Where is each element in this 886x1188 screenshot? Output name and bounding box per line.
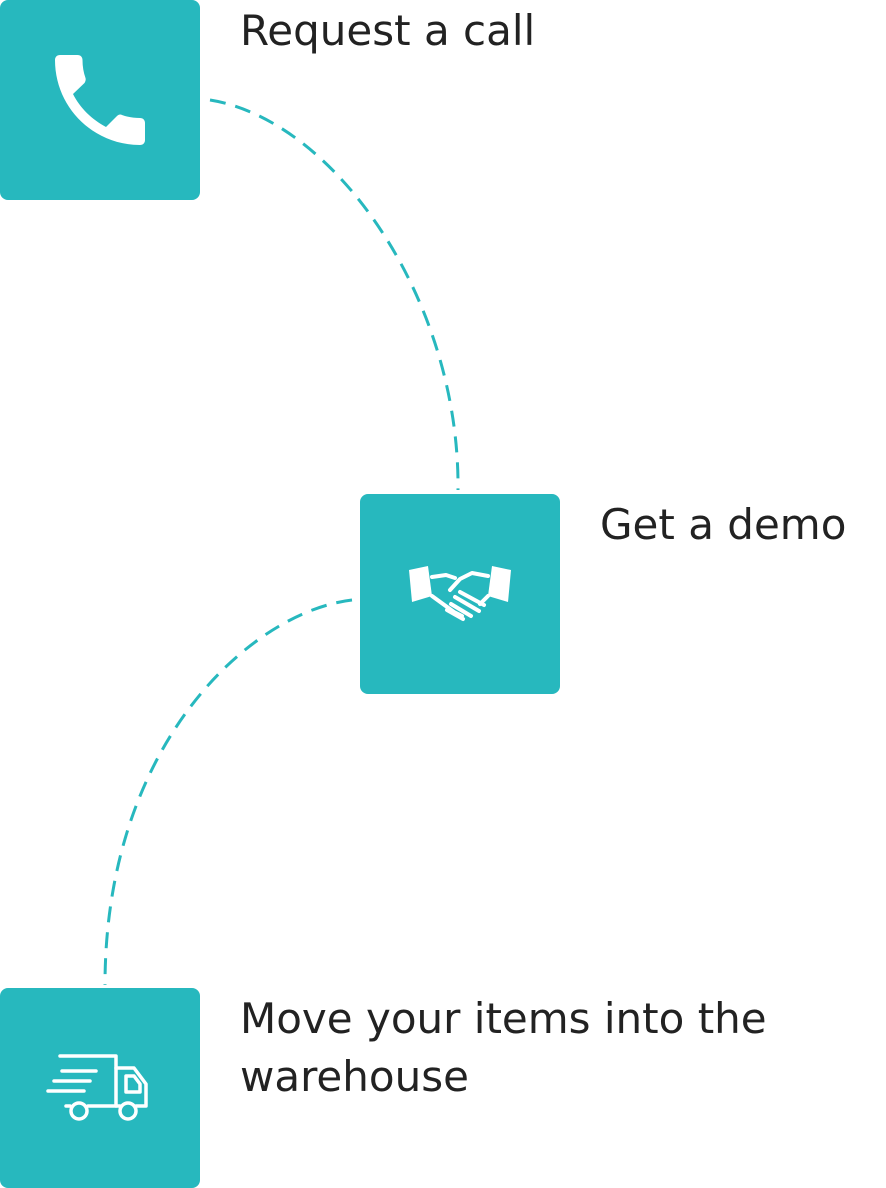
step-request-call-label: Request a call (240, 6, 536, 55)
step-request-call-box (0, 0, 200, 200)
phone-icon (55, 55, 145, 145)
handshake-icon (409, 566, 511, 621)
step-get-demo-box (360, 494, 560, 694)
step-move-items-label: Move your items into the warehouse (240, 990, 860, 1106)
step-get-demo-label: Get a demo (600, 500, 847, 549)
delivery-truck-icon (46, 1054, 148, 1121)
connector-call-to-demo (209, 98, 460, 491)
step-move-items-label-line1: Move your items into the (240, 994, 767, 1043)
step-move-items-label-line2: warehouse (240, 1052, 469, 1101)
step-move-items-box (0, 988, 200, 1188)
connector-demo-to-move (103, 598, 353, 986)
